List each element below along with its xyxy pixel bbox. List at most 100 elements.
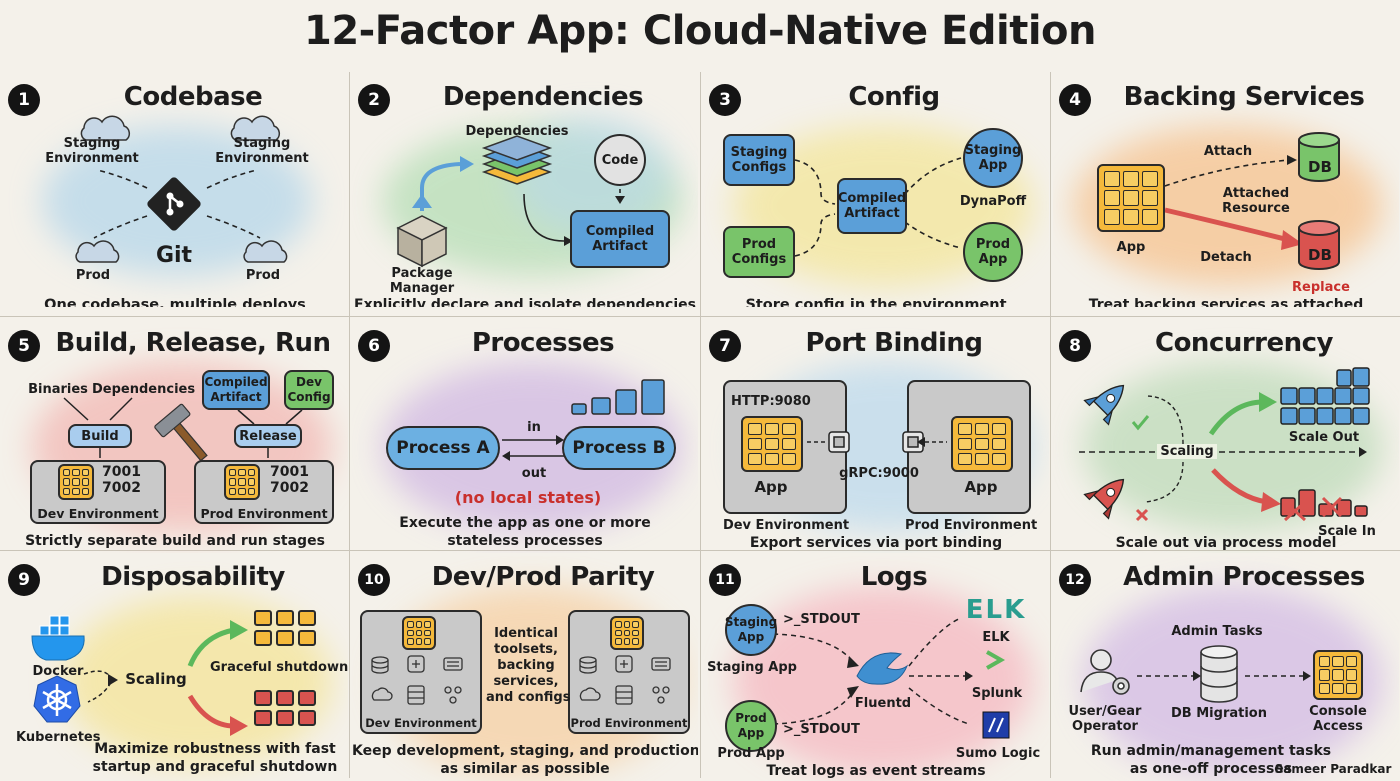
console-grid-icon: [1313, 650, 1363, 700]
build-step: Build: [68, 424, 132, 448]
panel-build-release-run: 5 Build, Release, Run Binaries Dependenc…: [2, 322, 348, 553]
factor-number: 1: [8, 84, 40, 116]
process-tile: [276, 710, 294, 726]
concurrency-graphic: [1079, 367, 1370, 522]
process-tile: [298, 710, 316, 726]
release-step: Release: [234, 424, 302, 448]
label-prod-env: Prod Environment: [905, 518, 1038, 533]
label-user-operator: User/Gear Operator: [1068, 704, 1142, 734]
label-dev-env: Dev Environment: [365, 716, 477, 730]
prod-app-node: Prod App: [963, 222, 1023, 282]
label-prod-right: Prod: [245, 268, 281, 283]
caption: Export services via port binding: [749, 535, 1003, 551]
label-graceful-shutdown: Graceful shutdown: [210, 660, 348, 675]
label-in: in: [527, 420, 541, 435]
label-dev-env: Dev Environment: [37, 506, 159, 521]
factor-number: 6: [358, 330, 390, 362]
label-http-port: HTTP:9080: [731, 394, 811, 409]
code-node: Code: [594, 134, 646, 186]
app-grid-icon: [402, 616, 436, 650]
factor-number: 7: [709, 330, 741, 362]
main-title: 12-Factor App: Cloud-Native Edition: [304, 8, 1097, 54]
codebase-arrows: [75, 115, 288, 263]
port-connectors: [807, 431, 947, 453]
panel-backing-services: 4 Backing Services DB DB App Attach Atta…: [1053, 76, 1399, 307]
process-arrows: [502, 379, 665, 461]
label-scaling: Scaling: [125, 670, 187, 688]
staging-app-node: Staging App: [725, 604, 777, 656]
panel-concurrency: 8 Concurrency: [1053, 322, 1399, 553]
caption: Strictly separate build and run stages: [25, 533, 325, 549]
label-staging-left: Staging Environment: [45, 136, 139, 166]
label-sumo-logic: Sumo Logic: [955, 746, 1041, 761]
label-dev-env: Dev Environment: [722, 518, 850, 533]
prod-ports: 7001 7002: [270, 464, 309, 496]
process-tile: [276, 610, 294, 626]
panel-dependencies: 2 Dependencies Dependencies Cod: [352, 76, 698, 307]
caption: Explicitly declare and isolate dependenc…: [354, 297, 696, 307]
caption: Keep development, staging, and productio…: [352, 743, 698, 777]
app-grid-icon: [610, 616, 644, 650]
label-dependencies: Dependencies: [465, 124, 569, 139]
label-stdout-staging: >_STDOUT: [783, 612, 860, 627]
process-tile: [254, 690, 272, 706]
divider: [0, 550, 1400, 551]
panel-codebase: 1 Codebase Staging Environment Staging E…: [2, 76, 348, 307]
panel-title: Admin Processes: [1123, 562, 1365, 592]
factor-number: 8: [1059, 330, 1091, 362]
panel-admin-processes: 12 Admin Processes Admin Tasks User/Gear: [1053, 556, 1399, 781]
staging-app-node: Staging App: [963, 128, 1023, 188]
panel-title: Disposability: [101, 562, 285, 592]
label-binaries: Binaries: [28, 382, 88, 397]
label-attached-resource: Attached Resource: [1222, 186, 1290, 216]
process-a-node: Process A: [386, 426, 500, 470]
label-replace: Replace: [1292, 280, 1350, 295]
factor-number: 2: [358, 84, 390, 116]
app-grid-icon: [58, 464, 94, 500]
label-no-local-states: (no local states): [454, 488, 602, 507]
app-grid-icon: [1097, 164, 1165, 232]
process-tile: [276, 690, 294, 706]
label-prod-left: Prod: [75, 268, 111, 283]
caption: One codebase, multiple deploys: [44, 297, 306, 307]
factor-number: 5: [8, 330, 40, 362]
config-arrows: [794, 157, 962, 257]
factor-number: 4: [1059, 84, 1091, 116]
caption: Store config in the environment: [745, 297, 1007, 307]
panel-title: Dev/Prod Parity: [431, 562, 655, 592]
label-prod-env: Prod Environment: [570, 716, 688, 730]
app-grid-icon: [951, 416, 1013, 472]
panel-logs: 11 Logs Staging App >_STDOUT: [703, 556, 1049, 781]
compiled-artifact-node: Compiled Artifact: [837, 178, 907, 234]
divider: [1050, 72, 1051, 778]
panel-title: Dependencies: [442, 82, 644, 112]
elk-logo: ELK: [965, 595, 1027, 625]
build-arrows: [63, 397, 303, 462]
label-grpc-port: gRPC:9000: [839, 466, 919, 481]
label-app-right: App: [964, 478, 998, 496]
caption: Execute the app as one or more stateless…: [399, 515, 651, 549]
backing-arrows: [1164, 132, 1340, 270]
panel-title: Processes: [471, 328, 615, 358]
panel-processes: 6 Processes Process A Process B in out (…: [352, 322, 698, 553]
label-console-access: Console Access: [1309, 704, 1367, 734]
panel-dev-prod-parity: 10 Dev/Prod Parity Dev Environment P: [352, 556, 698, 781]
label-staging-right: Staging Environment: [215, 136, 309, 166]
dev-config-node: Dev Config: [284, 370, 334, 410]
label-attach: Attach: [1203, 144, 1253, 159]
panel-config: 3 Config Staging Configs Prod Configs Co…: [703, 76, 1049, 307]
process-tile: [298, 690, 316, 706]
prod-environment-box: [194, 460, 334, 524]
factor-number: 11: [709, 564, 741, 596]
panel-title: Concurrency: [1154, 328, 1334, 358]
caption: Run admin/management tasks as one-off pr…: [1090, 743, 1332, 777]
db-detached-label: DB: [1308, 246, 1332, 264]
label-admin-tasks: Admin Tasks: [1171, 624, 1263, 639]
dev-environment-box: [30, 460, 166, 524]
label-docker: Docker: [32, 664, 84, 679]
app-grid-icon: [224, 464, 260, 500]
label-scale-out: Scale Out: [1288, 430, 1360, 445]
label-kubernetes: Kubernetes: [16, 730, 101, 745]
compiled-artifact-node: Compiled Artifact: [202, 370, 270, 410]
logs-arrows: [772, 617, 1010, 739]
